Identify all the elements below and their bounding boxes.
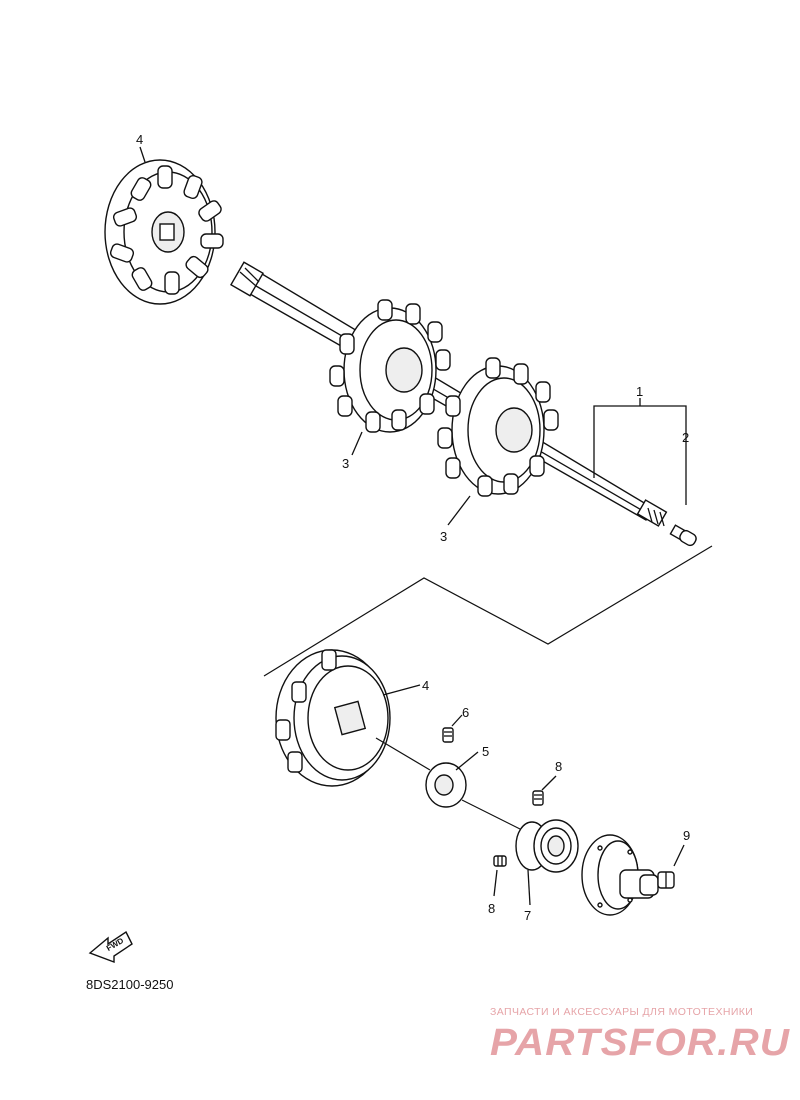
shaft-plug (669, 524, 697, 547)
callout-5: 5 (482, 744, 489, 759)
watermark-caption: ЗАПЧАСТИ И АКСЕССУАРЫ ДЛЯ МОТОТЕХНИКИ (490, 1006, 754, 1018)
sprocket-lower (275, 649, 431, 787)
callout-3a: 3 (342, 456, 349, 471)
bearing (515, 819, 579, 906)
callout-9: 9 (683, 828, 690, 843)
exploded-view-boundary (263, 545, 713, 677)
callout-bracket-1-2 (593, 398, 687, 505)
callout-2: 2 (682, 430, 689, 445)
callout-3b: 3 (440, 529, 447, 544)
callout-8b: 8 (488, 901, 495, 916)
diagram-code: 8DS2100-9250 (86, 977, 174, 992)
sprocket-upper-left (104, 146, 224, 305)
watermark-logo-text: PARTSFOR.RU (490, 1022, 791, 1064)
callout-6: 6 (462, 705, 469, 720)
bolt (657, 844, 685, 889)
set-screw-upper (442, 714, 463, 743)
sprocket-middle-1 (329, 299, 451, 456)
watermark-logo: PARTSFOR.RU (490, 1022, 791, 1064)
drive-shaft (230, 261, 668, 527)
callout-1: 1 (636, 384, 643, 399)
fwd-arrow: FWD (88, 930, 133, 964)
callout-4a: 4 (136, 132, 143, 147)
assembly-line-collar-bearing (461, 799, 527, 833)
collar (425, 751, 479, 808)
callout-4b: 4 (422, 678, 429, 693)
callout-8a: 8 (555, 759, 562, 774)
set-screw-bearing-top (532, 775, 557, 806)
callout-7: 7 (524, 908, 531, 923)
set-screw-bearing-side (493, 855, 507, 897)
bearing-housing (581, 834, 659, 916)
sprocket-middle-2 (437, 357, 559, 526)
